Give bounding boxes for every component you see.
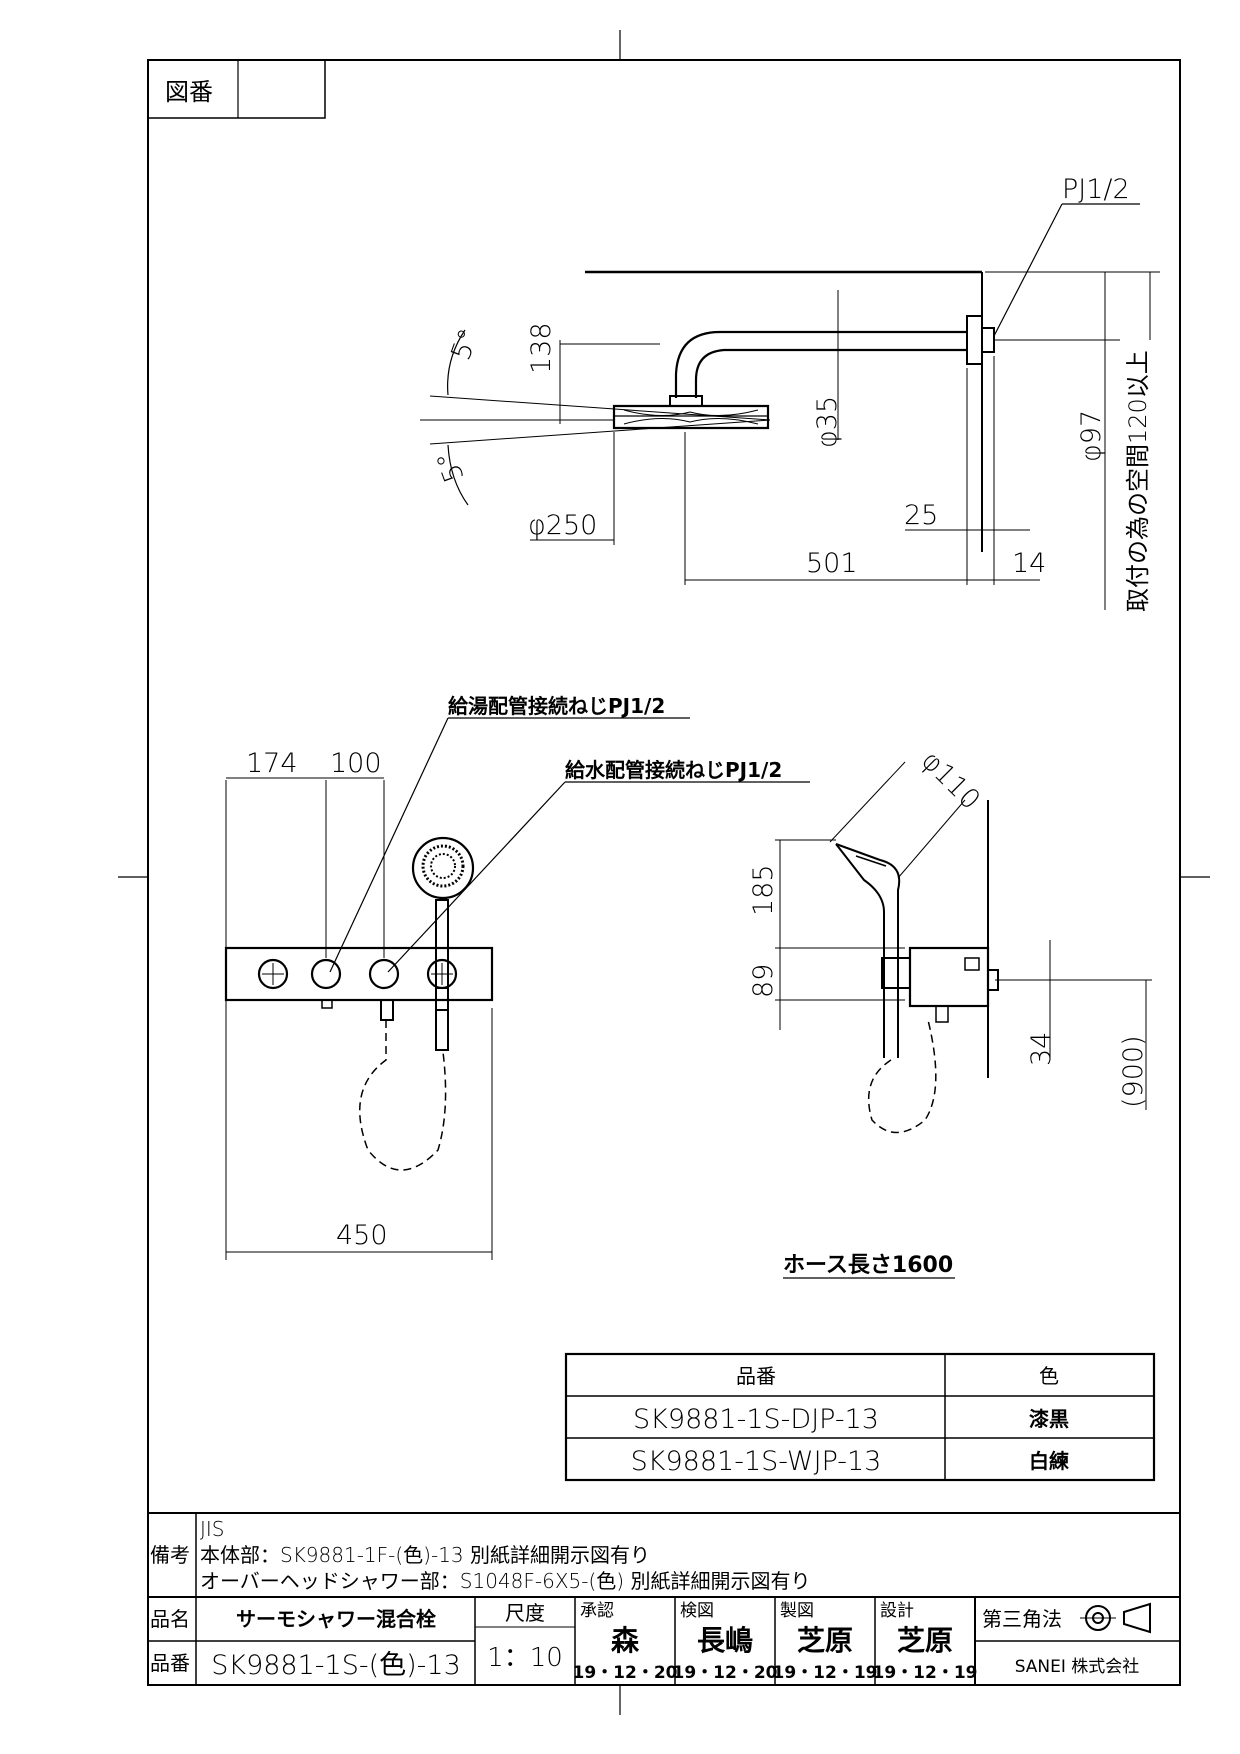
dim-phi250: φ250 (528, 510, 597, 541)
title-block (148, 1597, 1180, 1685)
approve-label: 承認 (580, 1601, 614, 1621)
notes-line: JIS (200, 1517, 225, 1541)
parts-row-part: SK9881-1S-WJP-13 (631, 1446, 882, 1477)
parts-header-color: 色 (1039, 1364, 1059, 1388)
design-name: 芝原 (897, 1624, 953, 1657)
overhead-shower-view (420, 203, 1160, 610)
parts-header-part: 品番 (736, 1364, 776, 1388)
dim-phi35: φ35 (812, 396, 843, 448)
product-name-label: 品名 (150, 1607, 190, 1631)
company-name: SANEI 株式会社 (1015, 1657, 1140, 1677)
product-no-label: 品番 (150, 1651, 190, 1675)
drawing-frame (147, 59, 1181, 1686)
scale-value: 1：10 (487, 1643, 563, 1673)
draw-name: 芝原 (797, 1624, 853, 1657)
draw-date: 19・12・19 (773, 1663, 878, 1683)
hose-length-note: ホース長さ1600 (783, 1253, 953, 1278)
check-date: 19・12・20 (673, 1663, 778, 1683)
design-label: 設計 (880, 1601, 914, 1621)
dim-450: 450 (336, 1220, 388, 1251)
side-view (775, 761, 1152, 1134)
front-view (224, 717, 810, 1260)
dim-174: 174 (246, 748, 298, 779)
check-label: 検図 (680, 1601, 714, 1621)
dim-100: 100 (330, 748, 382, 779)
product-name: サーモシャワー混合栓 (236, 1607, 436, 1631)
scale-label: 尺度 (505, 1601, 545, 1625)
design-date: 19・12・19 (873, 1663, 978, 1683)
dim-phi110: φ110 (915, 745, 986, 816)
projection-label: 第三角法 (982, 1607, 1062, 1631)
dim-25: 25 (904, 500, 938, 531)
notes-box (148, 1512, 1180, 1685)
drawing-no-box (147, 59, 326, 119)
dim-501: 501 (806, 548, 858, 579)
notes-line: 本体部：SK9881-1F-(色)-13 別紙詳細開示図有り (200, 1543, 650, 1567)
parts-row-color: 白練 (1029, 1449, 1069, 1473)
check-name: 長嶋 (697, 1624, 753, 1657)
dim-install-space: 取付の為の空間120以上 (1124, 350, 1152, 612)
drawing-no-label: 図番 (165, 78, 213, 106)
dim-138: 138 (526, 322, 557, 374)
dim-89: 89 (748, 964, 779, 998)
draw-label: 製図 (780, 1601, 814, 1621)
dim-5-lower: 5° (431, 447, 471, 486)
hot-connection-label: 給湯配管接続ねじPJ1/2 (448, 694, 665, 718)
dim-14: 14 (1012, 548, 1046, 579)
dim-34: 34 (1026, 1032, 1057, 1066)
parts-row-color: 漆黒 (1029, 1407, 1069, 1431)
product-no: SK9881-1S-(色)-13 (211, 1650, 461, 1681)
center-marks (118, 30, 1210, 1715)
parts-row-part: SK9881-1S-DJP-13 (633, 1404, 879, 1435)
notes-line: オーバーヘッドシャワー部：S1048F-6X5-(色) 別紙詳細開示図有り (200, 1569, 810, 1593)
dim-185: 185 (748, 864, 779, 916)
dim-phi97: φ97 (1076, 410, 1107, 462)
cold-connection-label: 給水配管接続ねじPJ1/2 (565, 758, 782, 782)
approve-name: 森 (611, 1624, 640, 1657)
dim-900: (900) (1118, 1035, 1149, 1108)
approve-date: 19・12・20 (573, 1663, 678, 1683)
parts-table (564, 1352, 1156, 1482)
dim-pj-top: PJ1/2 (1062, 174, 1130, 205)
notes-label: 備考 (150, 1543, 190, 1567)
